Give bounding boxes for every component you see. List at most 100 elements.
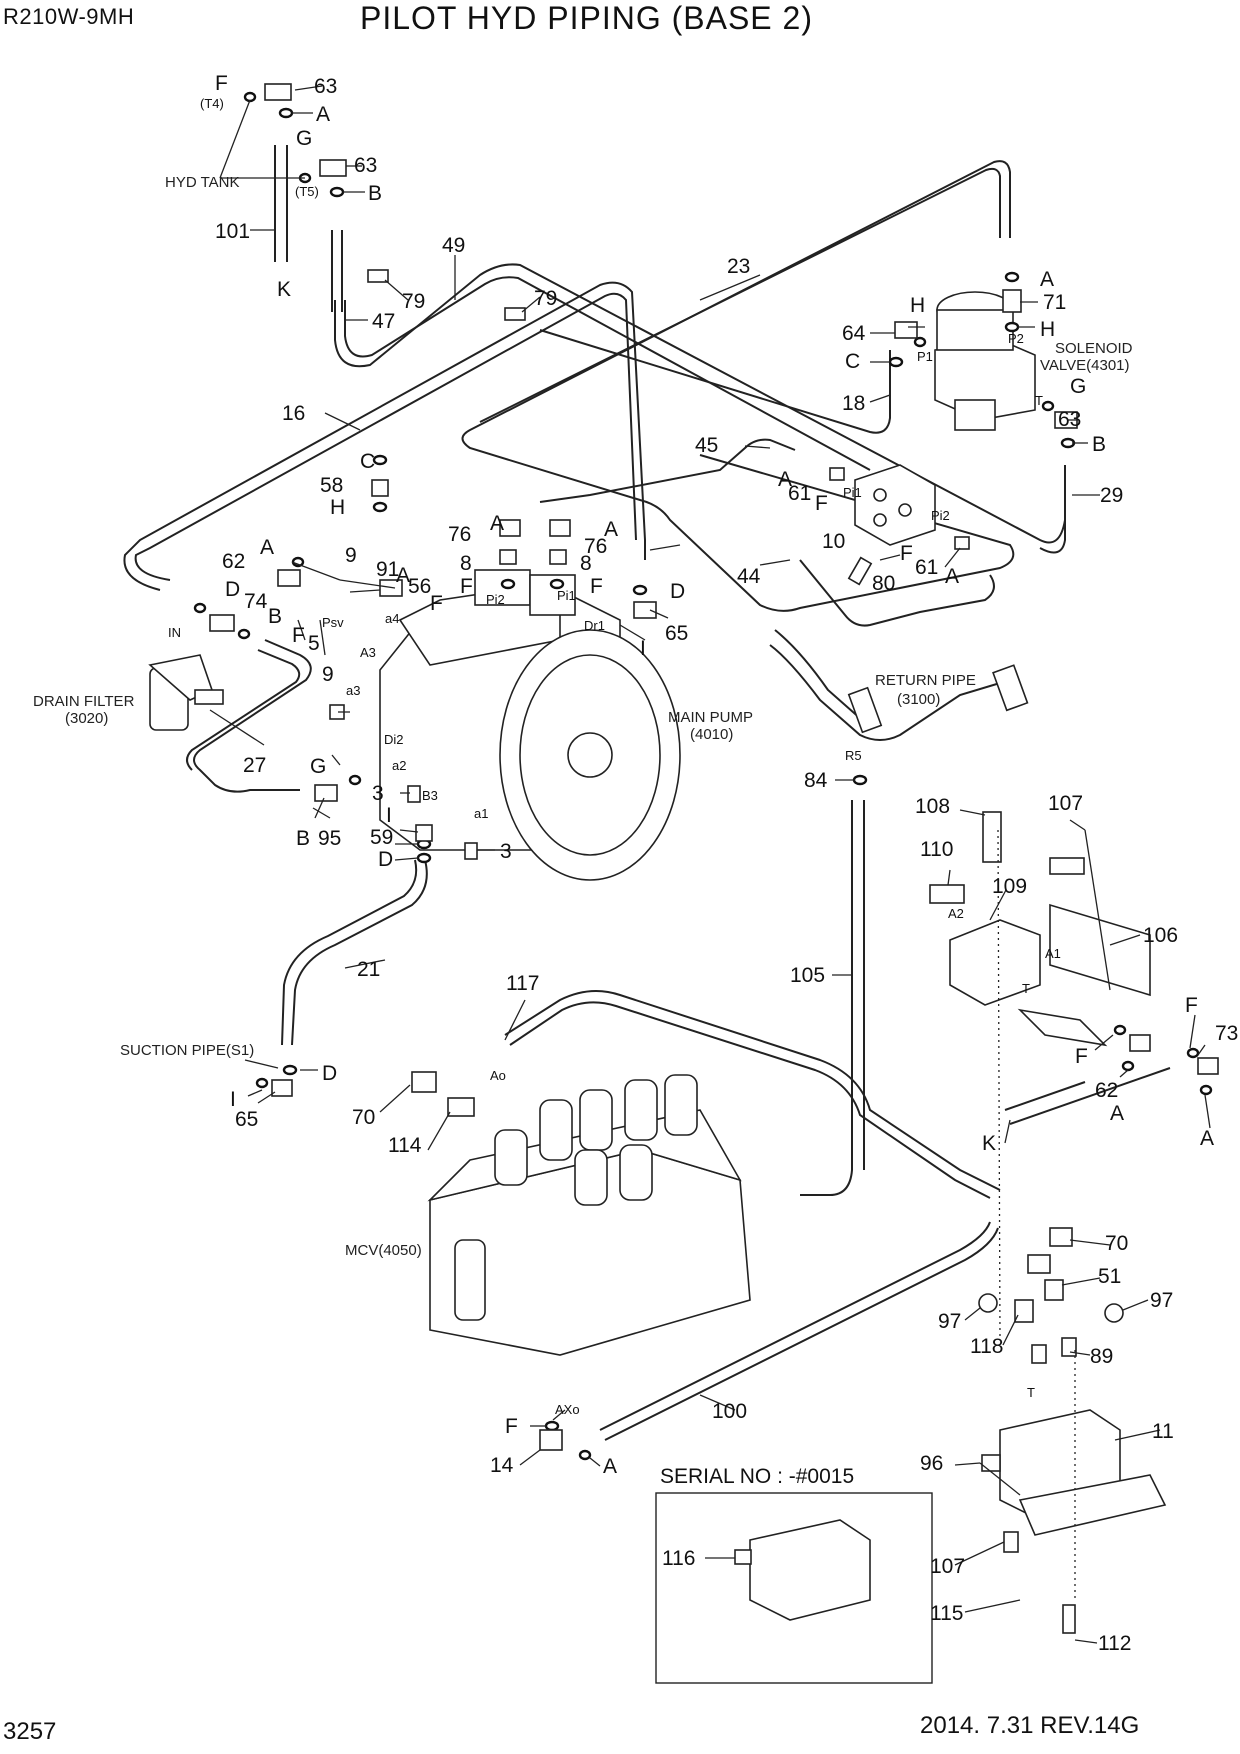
- letter-h-sol: H: [1040, 318, 1055, 341]
- part-63-top: 63: [314, 75, 337, 98]
- port-t5: (T5): [295, 184, 319, 199]
- serial-inset-frame: [655, 1492, 933, 1684]
- port-a1: a1: [474, 806, 488, 821]
- o-ring-84: [852, 774, 868, 786]
- pipe-16: [123, 281, 646, 591]
- part-109: 109: [992, 875, 1027, 898]
- part-10: 10: [822, 530, 845, 553]
- block-10-port-2: [898, 503, 912, 517]
- port-a2: a2: [392, 758, 406, 773]
- fitting-3-right: [464, 842, 478, 860]
- port-p1: P1: [917, 349, 933, 364]
- return-pipe-assembly: [847, 664, 1029, 734]
- part-45: 45: [695, 434, 718, 457]
- block-10-port-1: [873, 488, 887, 502]
- part-65-suction: 65: [235, 1108, 258, 1131]
- pipe-21-inner: [281, 859, 418, 1046]
- part-100: 100: [712, 1400, 747, 1423]
- part-11: 11: [1152, 1420, 1174, 1443]
- part-107-top: 107: [1048, 792, 1083, 815]
- port-t-sol: T: [1035, 393, 1043, 408]
- o-ring-b-top: [329, 186, 345, 198]
- part-18: 18: [842, 392, 865, 415]
- part-106: 106: [1143, 924, 1178, 947]
- letter-d-59: D: [378, 848, 393, 871]
- part-61-top: 61: [788, 482, 811, 505]
- o-ring-i-suction: [255, 1077, 269, 1089]
- label-solenoid-line2: VALVE(4301): [1040, 357, 1130, 374]
- letter-a-61: A: [778, 468, 792, 491]
- letter-i-65: I: [640, 637, 646, 660]
- letter-h-58: H: [330, 496, 345, 519]
- part-14: 14: [490, 1454, 514, 1477]
- o-ring-d-65: [632, 584, 648, 596]
- hose-a-right: [1009, 1067, 1171, 1125]
- block-10: [854, 464, 936, 546]
- pipe-44: [799, 559, 995, 627]
- o-ring-f-axo: [544, 1420, 560, 1432]
- pipe-27-inner: [186, 649, 301, 771]
- port-a2-block: A2: [948, 906, 964, 921]
- mcv-spool-2: [539, 1099, 573, 1161]
- fitting-14: [539, 1429, 563, 1451]
- mcv-spool-5: [664, 1074, 698, 1136]
- serial-inset-valve: [734, 1519, 871, 1621]
- letter-a-56: A: [396, 564, 410, 587]
- drain-filter-port: [194, 689, 224, 705]
- mcv-spool-3: [579, 1089, 613, 1151]
- main-pump-assembly: [379, 569, 681, 881]
- o-ring-f-pi1: [549, 578, 565, 590]
- bolt-112: [1062, 1604, 1076, 1634]
- label-return-pipe-line1: RETURN PIPE: [875, 672, 976, 689]
- sensor-110: [929, 884, 965, 904]
- part-63-mid: 63: [354, 154, 377, 177]
- fitting-76-right: [549, 519, 571, 537]
- fitting-79-left: [367, 269, 389, 283]
- o-ring-d-suction: [282, 1064, 298, 1076]
- part-62-right: 62: [1095, 1079, 1118, 1102]
- letter-i-59: I: [386, 804, 392, 827]
- fitting-114: [447, 1097, 475, 1117]
- part-73: 73: [1215, 1022, 1238, 1045]
- label-main-pump-line2: (4010): [690, 726, 733, 743]
- pump-shaft: [567, 732, 613, 778]
- part-118: 118: [970, 1335, 1003, 1358]
- sheet-number: 3257: [3, 1718, 57, 1745]
- part-112: 112: [1098, 1632, 1131, 1655]
- pipe-16-inner: [134, 292, 637, 581]
- port-b3: B3: [422, 788, 438, 803]
- o-ring-a-73: [1199, 1084, 1213, 1096]
- part-117: 117: [506, 972, 539, 995]
- o-ring-h-58: [372, 501, 388, 513]
- o-ring-a-62b: [1121, 1060, 1135, 1072]
- o-ring-a-sol: [1004, 271, 1020, 283]
- letter-d-74: D: [225, 578, 240, 601]
- part-65-pump: 65: [665, 622, 688, 645]
- fitting-89-right: [1061, 1337, 1077, 1357]
- bracket-115: [1018, 1474, 1167, 1536]
- part-97-left: 97: [938, 1310, 961, 1333]
- part-76-right: 76: [584, 535, 607, 558]
- revision-stamp: 2014. 7.31 REV.14G: [920, 1712, 1140, 1739]
- fitting-70-lower: [1027, 1254, 1051, 1274]
- part-96: 96: [920, 1452, 943, 1475]
- fitting-61-bottom: [954, 536, 970, 550]
- fitting-65-suction: [271, 1079, 293, 1097]
- part-29: 29: [1100, 484, 1123, 507]
- label-mcv: MCV(4050): [345, 1242, 422, 1259]
- part-59: 59: [370, 826, 393, 849]
- letter-f-73: F: [1185, 994, 1198, 1017]
- o-ring-f-right: [1113, 1024, 1127, 1036]
- part-58: 58: [320, 474, 343, 497]
- o-ring-g-sol: [1041, 400, 1055, 412]
- port-t4: (T4): [200, 96, 224, 111]
- letter-g-tank: G: [296, 127, 312, 150]
- letter-f-pi1: F: [590, 575, 603, 598]
- fitting-70-right: [1049, 1227, 1073, 1247]
- letter-c-18: C: [845, 350, 860, 373]
- letter-a-14: A: [603, 1455, 617, 1478]
- letter-b-74: B: [268, 605, 282, 628]
- port-a3-upper: A3: [360, 645, 376, 660]
- label-drain-filter-line2: (3020): [65, 710, 108, 727]
